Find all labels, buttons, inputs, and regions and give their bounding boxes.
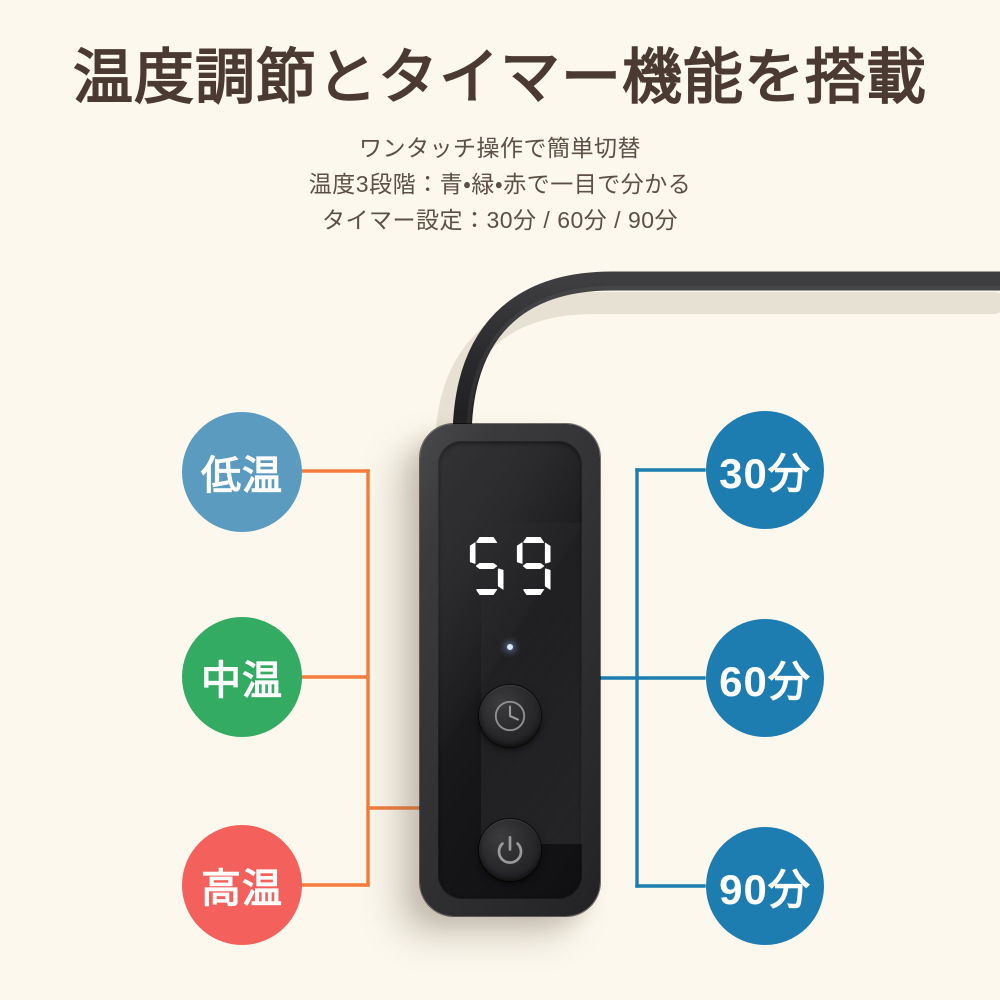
controller-device (420, 424, 600, 916)
badge-timer-30min[interactable]: 30分 (706, 411, 824, 529)
power-button[interactable] (479, 819, 541, 881)
power-icon (497, 836, 523, 864)
subtitle-line-3: タイマー設定：30分 / 60分 / 90分 (321, 207, 679, 233)
subtitle-line-2: 温度3段階：青・緑・赤で一目で分かる (308, 171, 692, 197)
badge-temperature-low[interactable]: 低温 (182, 412, 302, 532)
clock-icon (494, 700, 526, 732)
timer-button[interactable] (479, 685, 541, 747)
badge-temperature-medium[interactable]: 中温 (182, 617, 302, 737)
subtitle-line-1: ワンタッチ操作で簡単切替 (359, 135, 641, 161)
led-indicator-dot (507, 644, 513, 650)
badge-timer-60min[interactable]: 60分 (706, 619, 824, 737)
badge-timer-90min[interactable]: 90分 (706, 827, 824, 945)
device-front-panel (438, 441, 582, 899)
badge-temperature-high[interactable]: 高温 (182, 825, 302, 945)
led-digit-1 (469, 537, 505, 595)
led-display (438, 537, 582, 595)
page-title: 温度調節とタイマー機能を搭載 (73, 44, 927, 111)
led-digit-2 (516, 537, 552, 595)
